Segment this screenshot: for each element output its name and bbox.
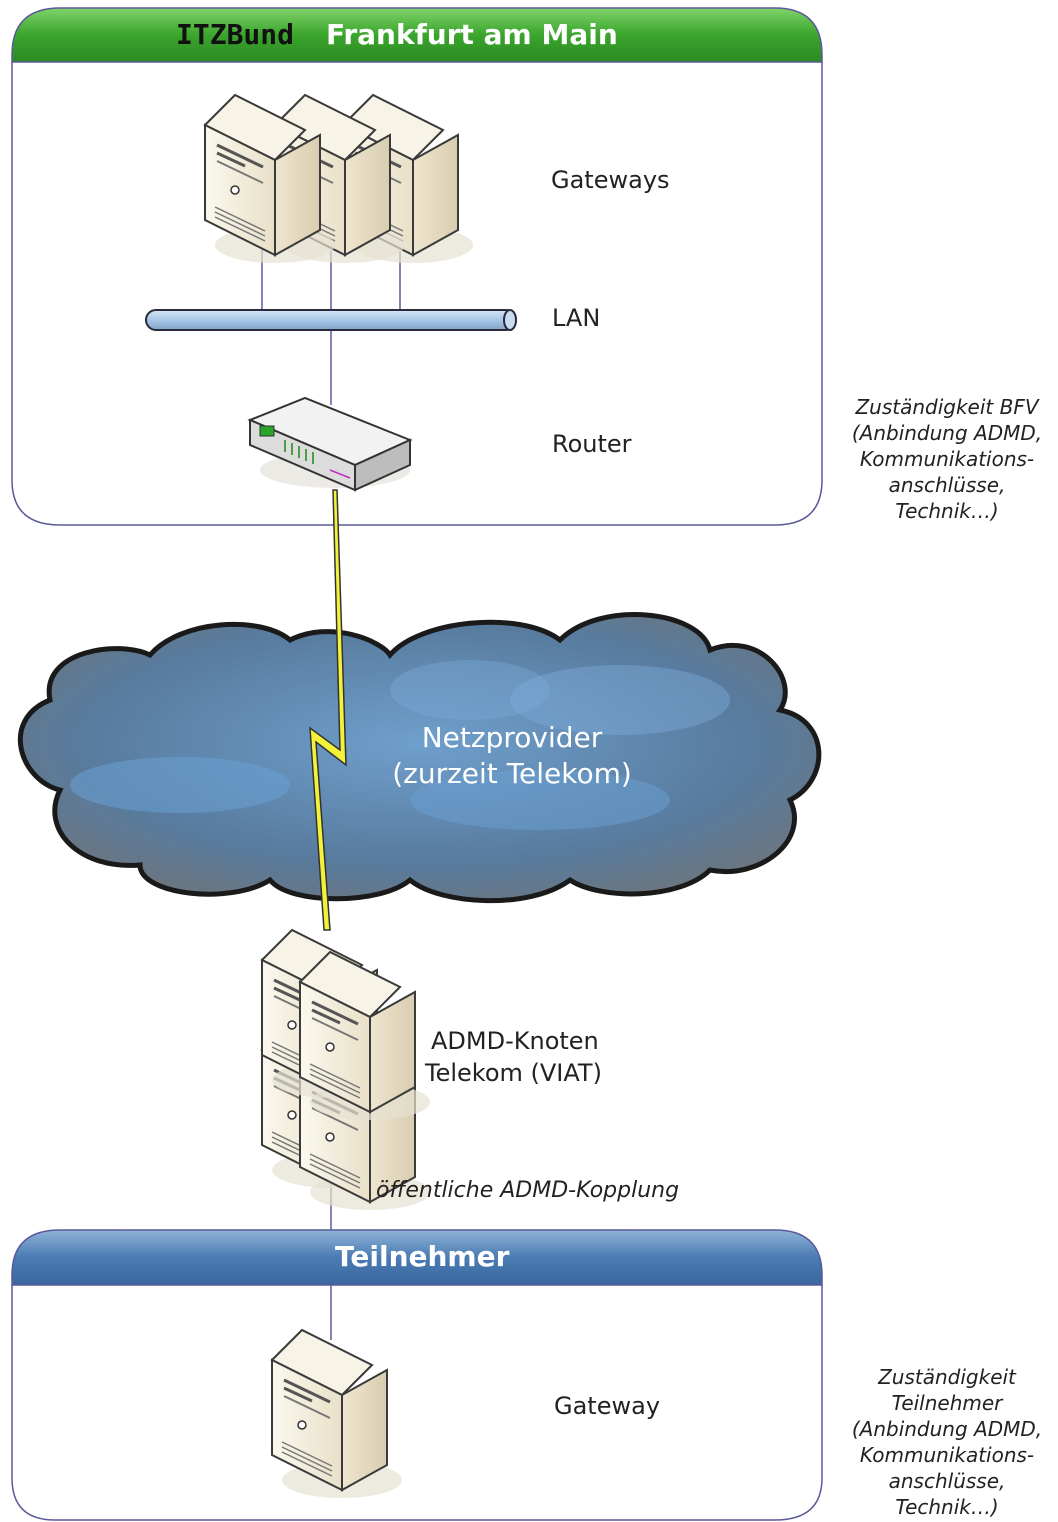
note-line: (Anbindung ADMD, <box>851 1417 1043 1441</box>
participants-title: Teilnehmer <box>335 1240 510 1273</box>
note-line: Zuständigkeit <box>878 1365 1016 1389</box>
note-line: Teilnehmer <box>891 1391 1003 1415</box>
admd-node-label-line1: ADMD-Knoten <box>431 1027 599 1055</box>
note-line: anschlüsse, <box>888 1469 1006 1493</box>
note-line: (Anbindung ADMD, <box>851 421 1043 445</box>
top-zone <box>11 7 823 526</box>
note-line: Kommunikations- <box>859 447 1035 471</box>
admd-node-label-line2: Telekom (VIAT) <box>425 1059 602 1087</box>
cloud-label-line2: (zurzeit Telekom) <box>392 757 632 790</box>
note-line: Technik…) <box>895 499 999 523</box>
network-cloud-icon <box>18 612 822 904</box>
note-line: anschlüsse, <box>888 473 1006 497</box>
cloud-label: Netzprovider (zurzeit Telekom) <box>332 720 692 792</box>
router-label: Router <box>552 430 632 458</box>
lan-label: LAN <box>552 304 601 332</box>
note-line: Technik…) <box>895 1495 999 1519</box>
note-line: Zuständigkeit BFV <box>855 395 1039 419</box>
bottom-zone-header-bar <box>11 1229 823 1286</box>
server-tower-icon <box>270 1328 404 1500</box>
responsibility-note-participants: Zuständigkeit Teilnehmer (Anbindung ADMD… <box>842 1364 1052 1520</box>
org-name: ITZBund <box>176 18 295 51</box>
router-icon <box>247 396 413 492</box>
cloud-label-line1: Netzprovider <box>421 721 603 754</box>
server-tower-icon <box>298 950 432 1122</box>
coupling-label: öffentliche ADMD-Kopplung <box>376 1178 680 1203</box>
bottom-zone <box>11 1229 823 1521</box>
location-title: Frankfurt am Main <box>326 18 618 51</box>
lightning-link-icon <box>309 489 347 931</box>
gateway-label: Gateway <box>554 1392 661 1420</box>
note-line: Kommunikations- <box>859 1443 1035 1467</box>
lan-bus-icon <box>145 309 517 331</box>
responsibility-note-bfv: Zuständigkeit BFV (Anbindung ADMD, Kommu… <box>842 394 1052 524</box>
top-zone-header-bar <box>11 7 823 63</box>
gateways-label: Gateways <box>551 166 670 194</box>
